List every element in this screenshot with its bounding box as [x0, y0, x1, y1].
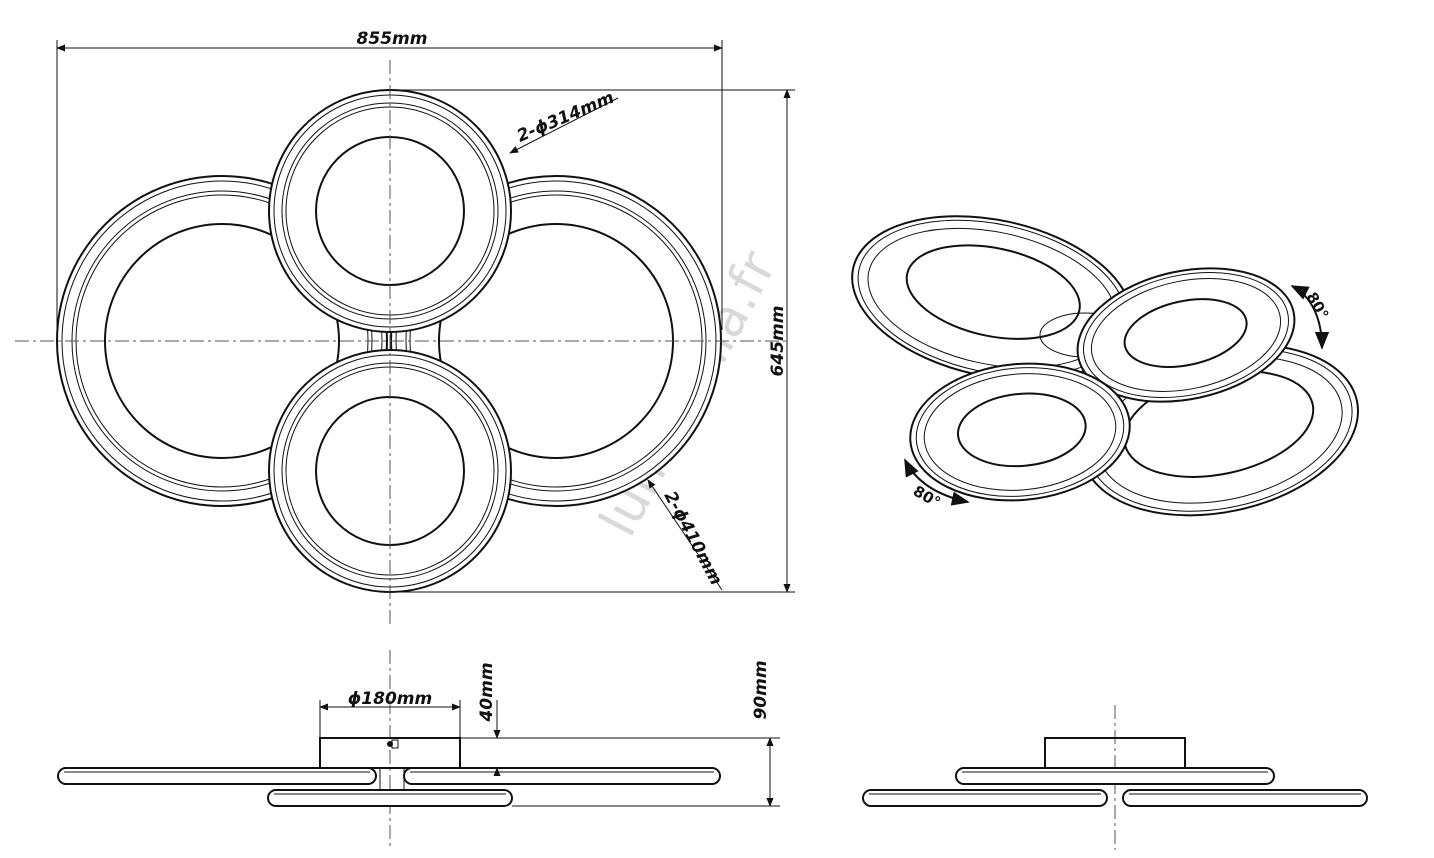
height-dimension: 645mm: [390, 89, 795, 593]
large-ring-diameter-callout: 2-ϕ410mm: [647, 479, 726, 591]
height-label: 645mm: [768, 306, 788, 377]
small-ring-diameter-callout: 2-ϕ314mm: [509, 88, 619, 154]
base-height-label: 40mm: [477, 662, 497, 722]
total-height-dimension: 90mm: [460, 660, 780, 807]
side-view: ϕ180mm 40mm 90mm: [57, 650, 780, 850]
rotation-angle-top: 80°: [1303, 289, 1333, 323]
base-height-dimension: 40mm: [460, 662, 505, 777]
base-diameter-label: ϕ180mm: [348, 689, 432, 709]
base-diameter-dimension: ϕ180mm: [319, 689, 461, 738]
side-view-rotated: [862, 705, 1368, 850]
top-view: 855mm 645mm 2-ϕ314mm 2-ϕ410mm: [15, 29, 795, 625]
large-ring-diameter-label: 2-ϕ410mm: [660, 488, 726, 589]
rotation-indicator-top: 80°: [1290, 285, 1333, 350]
small-ring-diameter-label: 2-ϕ314mm: [514, 88, 617, 147]
rotation-angle-bottom: 80°: [910, 482, 944, 512]
width-label: 855mm: [357, 29, 428, 49]
perspective-view: 80° 80°: [851, 215, 1359, 517]
total-height-label: 90mm: [751, 660, 771, 719]
width-dimension: 855mm: [56, 29, 723, 330]
